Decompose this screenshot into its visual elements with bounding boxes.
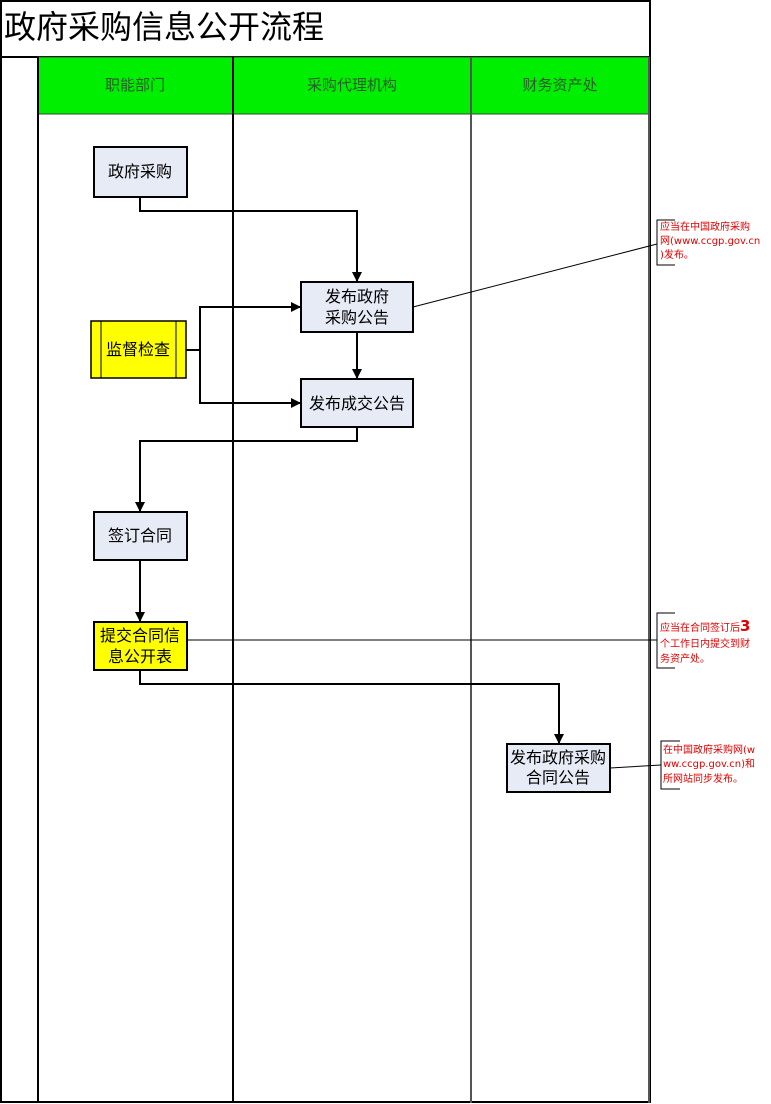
lane-label-finance: 财务资产处: [522, 76, 597, 94]
svg-text:发布政府: 发布政府: [325, 287, 389, 306]
svg-text:息公开表: 息公开表: [108, 647, 172, 666]
svg-text:发布政府采购: 发布政府采购: [510, 748, 606, 767]
node-publish-notice[interactable]: 发布政府 采购公告: [300, 281, 414, 333]
svg-text:务资产处。: 务资产处。: [660, 652, 710, 665]
note-connector: [412, 243, 658, 308]
edge-gov-procure-to-publish-notice: [139, 197, 362, 282]
svg-text:提交合同信: 提交合同信: [100, 626, 180, 645]
edge-supervise-to-publish-deal: [199, 350, 301, 408]
lane-headers: 职能部门 采购代理机构 财务资产处: [37, 56, 650, 115]
note-publish-contract: 在中国政府采购网(w ww.ccgp.gov.cn)和 所网站同步发布。: [660, 740, 755, 790]
svg-text:在中国政府采购网(w: 在中国政府采购网(w: [663, 743, 755, 756]
svg-text:ww.ccgp.gov.cn)和: ww.ccgp.gov.cn)和: [663, 758, 755, 770]
svg-text:发布成交公告: 发布成交公告: [309, 394, 405, 413]
svg-text:网(www.ccgp.gov.cn: 网(www.ccgp.gov.cn: [660, 235, 760, 247]
note-publish-notice: 应当在中国政府采购 网(www.ccgp.gov.cn )发布。: [656, 219, 760, 266]
edge-publish-deal-to-sign-contract: [135, 427, 358, 512]
svg-text:所网站同步发布。: 所网站同步发布。: [663, 772, 743, 785]
note-connector: [609, 764, 662, 769]
lane-header-agency: [232, 56, 472, 115]
edge-supervise-to-publish-notice: [199, 302, 301, 350]
lane-header-functional: [37, 56, 234, 115]
svg-text:合同公告: 合同公告: [526, 768, 590, 787]
note-submit-form: 应当在合同签订后3 个工作日内提交到财 务资产处。: [656, 612, 750, 669]
edge-submit-form-to-publish-contract: [139, 670, 564, 744]
node-publish-contract[interactable]: 发布政府采购 合同公告: [506, 743, 611, 793]
svg-text:签订合同: 签订合同: [108, 526, 172, 545]
svg-text:)发布。: )发布。: [660, 248, 694, 261]
node-gov-procure[interactable]: 政府采购: [93, 146, 188, 198]
node-publish-deal[interactable]: 发布成交公告: [300, 378, 414, 428]
svg-text:应当在合同签订后3: 应当在合同签订后3: [660, 617, 750, 635]
svg-text:监督检查: 监督检查: [106, 340, 170, 359]
days-emphasis: 3: [740, 617, 750, 635]
page-title: 政府采购信息公开流程: [4, 8, 324, 46]
svg-text:个工作日内提交到财: 个工作日内提交到财: [660, 637, 750, 650]
node-submit-form[interactable]: 提交合同信 息公开表: [93, 621, 188, 671]
node-supervise[interactable]: 监督检查: [90, 320, 187, 379]
svg-text:应当在中国政府采购: 应当在中国政府采购: [660, 220, 750, 233]
svg-text:政府采购: 政府采购: [108, 162, 172, 181]
svg-text:采购公告: 采购公告: [325, 308, 389, 327]
node-sign-contract[interactable]: 签订合同: [93, 511, 188, 561]
lane-label-agency: 采购代理机构: [307, 76, 397, 94]
lane-label-functional: 职能部门: [105, 76, 165, 94]
